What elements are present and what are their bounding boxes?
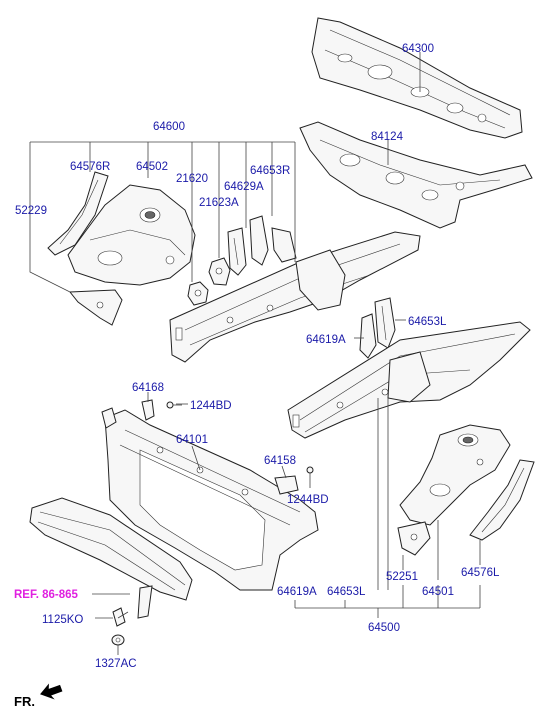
bolt-1244bd-a-part[interactable] <box>166 401 182 409</box>
label-52251: 52251 <box>386 571 418 583</box>
label-1244bd-upper: 1244BD <box>190 400 232 412</box>
leader-lines <box>29 52 481 655</box>
fender-apron-lh-part[interactable] <box>399 424 511 526</box>
bracket-64629a-part[interactable] <box>227 227 247 276</box>
upper-member-rh-part[interactable] <box>47 171 109 256</box>
label-64629a: 64629A <box>224 181 264 193</box>
label-21620: 21620 <box>176 173 208 185</box>
label-64600: 64600 <box>153 121 185 133</box>
label-21623a: 21623A <box>199 197 239 209</box>
label-64576r: 64576R <box>70 161 110 173</box>
ref-86-865-link[interactable]: REF. 86-865 <box>14 589 79 601</box>
bumper-beam-part[interactable] <box>29 497 193 619</box>
label-64500: 64500 <box>368 622 400 634</box>
front-direction-label: FR. <box>14 694 35 709</box>
label-64158: 64158 <box>264 455 296 467</box>
bracket-52229-part[interactable] <box>68 289 123 326</box>
label-64168: 64168 <box>132 382 164 394</box>
label-64101: 64101 <box>176 434 208 446</box>
label-1125ko: 1125KO <box>42 614 83 626</box>
label-52229: 52229 <box>15 205 47 217</box>
reinforcement-64653l-part[interactable] <box>374 297 396 349</box>
bolt-1125ko-part[interactable] <box>112 607 129 627</box>
bracket-64158-part[interactable] <box>274 475 299 495</box>
label-64653l-lower: 64653L <box>327 586 366 598</box>
mount-bracket-21623a-part[interactable] <box>208 257 231 286</box>
front-side-member-rh-part[interactable] <box>169 231 421 363</box>
label-64576l: 64576L <box>461 567 500 579</box>
mount-bracket-21620-part[interactable] <box>187 281 209 306</box>
fender-apron-rh-part[interactable] <box>67 184 196 286</box>
label-1244bd-lower: 1244BD <box>287 494 329 506</box>
label-1327ac: 1327AC <box>95 658 137 670</box>
label-64619a-upper: 64619A <box>306 334 346 346</box>
bracket-64168-part[interactable] <box>141 399 155 421</box>
label-84124: 84124 <box>371 131 404 143</box>
label-64619a-lower: 64619A <box>277 586 317 598</box>
bracket-52251-part[interactable] <box>397 521 431 556</box>
label-64653l: 64653L <box>408 316 447 328</box>
front-side-member-lh-part[interactable] <box>287 321 531 439</box>
label-64653r: 64653R <box>250 165 290 177</box>
forward-arrow-icon <box>40 683 63 700</box>
bracket-64619a-part[interactable] <box>359 313 377 359</box>
radiator-support-part[interactable] <box>101 407 319 591</box>
label-64300: 64300 <box>402 43 434 55</box>
reinforcement-64653r-part[interactable] <box>249 215 297 266</box>
nut-1327ac-part[interactable] <box>111 634 125 646</box>
dash-panel-part[interactable] <box>311 17 523 139</box>
bolt-1244bd-b-part[interactable] <box>306 466 314 484</box>
dash-insulator-part[interactable] <box>299 121 533 229</box>
upper-member-lh-part[interactable] <box>469 459 535 541</box>
label-64502: 64502 <box>136 161 168 173</box>
label-64501: 64501 <box>422 586 454 598</box>
